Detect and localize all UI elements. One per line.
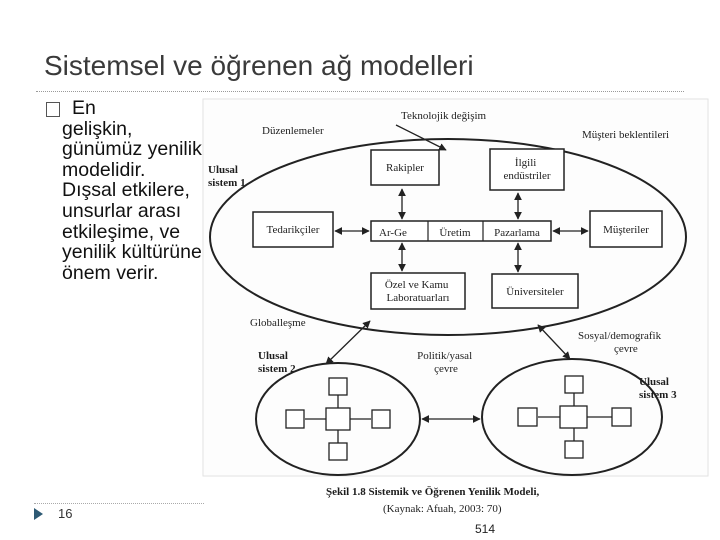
labs-box bbox=[370, 272, 466, 310]
customers-box bbox=[589, 210, 663, 248]
system1-system2-arrow bbox=[325, 320, 371, 365]
social-line2: çevre bbox=[614, 343, 638, 355]
slide-number: 16 bbox=[58, 506, 73, 521]
system-2-network bbox=[285, 377, 391, 461]
innovation-model-figure: Teknolojik değişim Düzenlemeler Müşteri … bbox=[202, 98, 709, 515]
national-system-1-ellipse bbox=[209, 138, 687, 336]
customers-label: Müşteriler bbox=[603, 224, 649, 236]
ns2-line1: Ulusal bbox=[258, 350, 288, 362]
national-system-1-label: Ulusal sistem 1 bbox=[208, 164, 246, 189]
ns3-line2: sistem 3 bbox=[639, 389, 677, 401]
national-system-3-label: Ulusal sistem 3 bbox=[639, 376, 677, 401]
labs-line1: Özel ve Kamu bbox=[385, 279, 449, 291]
page-number: 514 bbox=[475, 522, 496, 536]
ns1-line2: sistem 1 bbox=[208, 177, 246, 189]
universities-box bbox=[491, 273, 579, 309]
tech-change-label: Teknolojik değişim bbox=[401, 110, 487, 122]
rnd-label: Ar-Ge bbox=[379, 227, 407, 239]
suppliers-label: Tedarikçiler bbox=[267, 224, 320, 236]
competitors-label: Rakipler bbox=[386, 162, 424, 174]
political-legal-label: Politik/yasal çevre bbox=[417, 350, 475, 375]
caption-line2: (Kaynak: Afuah, 2003: 70) bbox=[383, 503, 502, 515]
political-line2: çevre bbox=[434, 363, 458, 375]
regulations-label: Düzenlemeler bbox=[262, 125, 324, 137]
national-system-3-ellipse bbox=[481, 358, 663, 476]
bullet-text-first: En bbox=[72, 97, 96, 119]
marketing-label: Pazarlama bbox=[494, 227, 540, 239]
system1-system3-arrow bbox=[537, 324, 571, 360]
globalization-label: Globalleşme bbox=[250, 317, 306, 329]
tech-change-arrow bbox=[395, 124, 447, 151]
production-label: Üretim bbox=[439, 227, 471, 239]
suppliers-box bbox=[252, 211, 334, 248]
system-3-network bbox=[517, 375, 632, 459]
title-divider bbox=[36, 91, 684, 92]
bullet-box-icon bbox=[46, 102, 60, 117]
bullet-paragraph: En gelişkin, günümüz yenilik modelidir. … bbox=[62, 98, 202, 283]
slide-title: Sistemsel ve öğrenen ağ modelleri bbox=[44, 50, 474, 81]
related-industries-line2: endüstriler bbox=[503, 170, 550, 182]
political-line1: Politik/yasal bbox=[417, 350, 472, 362]
related-industries-box bbox=[489, 148, 565, 191]
caption-line1: Şekil 1.8 Sistemik ve Öğrenen Yenilik Mo… bbox=[326, 485, 540, 498]
related-industries-line1: İlgili bbox=[515, 157, 536, 169]
footer-divider bbox=[34, 503, 204, 504]
labs-label: Özel ve Kamu Laboratuarları bbox=[385, 279, 451, 304]
social-line1: Sosyal/demografik bbox=[578, 330, 662, 342]
slide-marker-icon bbox=[34, 508, 43, 520]
social-demographic-label: Sosyal/demografik çevre bbox=[578, 330, 664, 355]
ns2-line2: sistem 2 bbox=[258, 363, 296, 375]
ns1-line1: Ulusal bbox=[208, 164, 238, 176]
related-industries-label: İlgili endüstriler bbox=[503, 157, 550, 182]
competitors-box bbox=[370, 149, 440, 186]
universities-label: Üniversiteler bbox=[506, 286, 564, 298]
core-process-box bbox=[370, 220, 552, 242]
customer-expectations-label: Müşteri beklentileri bbox=[582, 129, 669, 141]
bullet-text-rest: gelişkin, günümüz yenilik modelidir. Dış… bbox=[62, 117, 202, 284]
national-system-2-label: Ulusal sistem 2 bbox=[258, 350, 296, 375]
labs-line2: Laboratuarları bbox=[387, 292, 450, 304]
